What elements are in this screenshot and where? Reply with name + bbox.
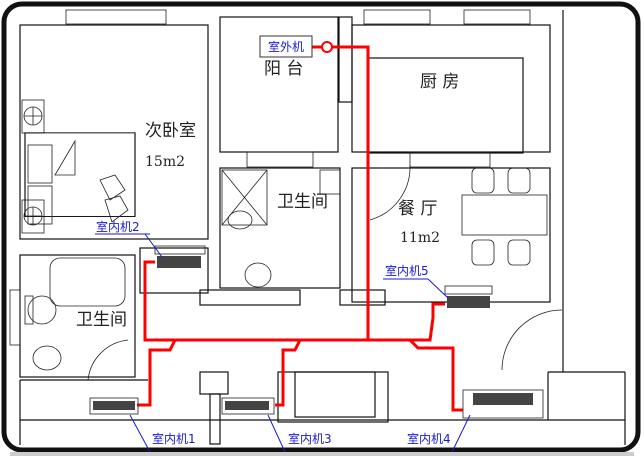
indoor-unit-4-shape xyxy=(462,389,544,419)
indoor-unit-3-label: 室内机3 xyxy=(288,431,332,446)
indoor-unit-3-shape xyxy=(221,397,275,415)
indoor-unit-2-label: 室内机2 xyxy=(96,219,140,234)
indoor-unit-4-label: 室内机4 xyxy=(407,431,451,446)
outdoor-unit-box xyxy=(259,35,313,58)
indoor-unit-1-shape xyxy=(89,397,139,415)
outdoor-unit-label: 室外机 xyxy=(268,39,304,54)
indoor-unit-1-label: 室内机1 xyxy=(152,431,196,446)
room-label-bathroom-center: 卫生间 xyxy=(277,192,328,212)
indoor-unit-5-label: 室内机5 xyxy=(385,263,429,278)
area-second-bedroom: 15m2 xyxy=(145,154,185,170)
room-label-balcony: 阳 台 xyxy=(264,59,303,79)
room-label-kitchen: 厨 房 xyxy=(420,72,459,92)
room-label-bathroom-left: 卫生间 xyxy=(76,310,127,330)
indoor-unit-2-shape xyxy=(154,245,206,268)
indoor-unit-5-shape xyxy=(444,285,493,308)
refrigerant-pipe xyxy=(137,41,463,412)
room-label-dining: 餐 厅 xyxy=(398,199,437,219)
furniture xyxy=(21,99,548,371)
area-dining: 11m2 xyxy=(400,230,440,246)
walls xyxy=(9,9,626,445)
room-label-second-bedroom: 次卧室 xyxy=(145,121,196,141)
